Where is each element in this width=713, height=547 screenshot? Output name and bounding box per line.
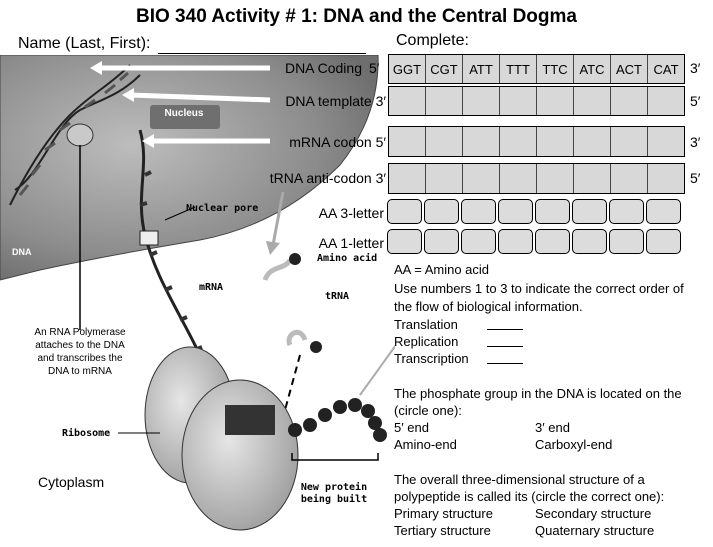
answer-cell[interactable] [537,164,574,193]
replication-answer-blank[interactable] [487,334,523,347]
dna-coding-3-end: 3′ [690,60,701,76]
answer-cell[interactable] [537,127,574,156]
ribosome-label: Ribosome [62,428,111,439]
cytoplasm-label: Cytoplasm [38,474,105,490]
option-tertiary-structure[interactable]: Tertiary structure [394,523,491,538]
codon-cell: ATT [463,55,500,83]
aa-answer-box[interactable] [498,199,533,224]
complete-label: Complete: [396,32,469,49]
aa-answer-box[interactable] [461,229,496,254]
nuclear-pore-label: Nuclear pore [186,203,259,214]
answer-cell[interactable] [426,164,463,193]
answer-cell[interactable] [463,127,500,156]
structure-question-prompt: The overall three-dimensional structure … [394,472,665,504]
amino-acid-label: Amino acid [317,253,378,264]
answer-cell[interactable] [500,164,537,193]
aa-note: AA = Amino acid [394,262,490,277]
aa1-row [387,229,681,254]
dna-label: DNA [12,247,32,257]
answer-cell[interactable] [574,127,611,156]
codon-cell: CAT [648,55,684,83]
option-3-end[interactable]: 3′ end [535,420,570,435]
option-quaternary-structure[interactable]: Quaternary structure [535,523,655,538]
aa1-label: AA 1-letter [318,235,384,251]
mrna-codon-label: mRNA codon 5′ [289,134,386,150]
name-field[interactable] [158,53,366,54]
phosphate-question-prompt: The phosphate group in the DNA is locate… [394,386,682,418]
answer-cell[interactable] [574,164,611,193]
flow-question-prompt: Use numbers 1 to 3 to indicate the corre… [394,281,684,314]
option-5-end[interactable]: 5′ end [394,420,429,435]
option-primary-structure[interactable]: Primary structure [394,506,493,521]
mrna-codon-3-end: 3′ [690,134,701,150]
aa-answer-box[interactable] [535,229,570,254]
central-dogma-diagram [0,55,395,531]
answer-cell[interactable] [500,87,537,115]
mrna-label: mRNA [199,282,224,293]
aa3-label: AA 3-letter [318,205,384,221]
answer-cell[interactable] [389,87,426,115]
codon-cell: CGT [426,55,463,83]
trna-anticodon-label: tRNA anti-codon 3′ [269,170,386,186]
trna-anticodon-5-end: 5′ [690,170,701,186]
flow-item-transcription: Transcription [394,351,469,366]
codon-cell: TTT [500,55,537,83]
answer-cell[interactable] [611,127,648,156]
aa-answer-box[interactable] [535,199,570,224]
name-label: Name (Last, First): [18,35,151,52]
dna-coding-strip: GGT CGT ATT TTT TTC ATC ACT CAT [388,54,685,84]
mrna-codon-strip [388,126,685,157]
dna-coding-5-end: 5′ [369,60,380,76]
answer-cell[interactable] [389,127,426,156]
aa-answer-box[interactable] [646,199,681,224]
trna-label: tRNA [325,291,350,302]
aa-answer-box[interactable] [461,199,496,224]
nucleus-label: Nucleus [164,108,204,119]
answer-cell[interactable] [611,164,648,193]
aa3-row [387,199,681,224]
page-title: BIO 340 Activity # 1: DNA and the Centra… [136,6,577,27]
dna-coding-label: DNA Coding [284,60,362,76]
answer-cell[interactable] [574,87,611,115]
codon-cell: TTC [537,55,574,83]
aa-answer-box[interactable] [498,229,533,254]
dna-template-strip [388,86,685,116]
codon-cell: GGT [389,55,426,83]
aa-answer-box[interactable] [572,199,607,224]
rna-polymerase-note: An RNA Polymerase attaches to the DNA an… [34,327,126,377]
answer-cell[interactable] [463,87,500,115]
option-carboxyl-end[interactable]: Carboxyl-end [535,437,613,452]
nucleus-shape [0,55,379,281]
trna-anticodon-strip [388,163,685,194]
aa-answer-box[interactable] [424,229,459,254]
aa-answer-box[interactable] [646,229,681,254]
answer-cell[interactable] [426,87,463,115]
aa-answer-box[interactable] [387,199,422,224]
answer-cell[interactable] [463,164,500,193]
option-amino-end[interactable]: Amino-end [394,437,457,452]
aa-answer-box[interactable] [609,199,644,224]
transcription-answer-blank[interactable] [487,351,523,364]
flow-item-replication: Replication [394,334,459,349]
codon-cell: ACT [611,55,648,83]
option-secondary-structure[interactable]: Secondary structure [535,506,652,521]
dna-template-label: DNA template 3′ [285,93,386,109]
aa-answer-box[interactable] [387,229,422,254]
aa-answer-box[interactable] [572,229,607,254]
aa-answer-box[interactable] [424,199,459,224]
answer-cell[interactable] [611,87,648,115]
answer-cell[interactable] [648,87,684,115]
new-protein-label: New protein being built [300,482,368,505]
translation-answer-blank[interactable] [487,317,523,330]
answer-cell[interactable] [500,127,537,156]
dna-template-5-end: 5′ [690,93,701,109]
answer-cell[interactable] [648,127,684,156]
aa-answer-box[interactable] [609,229,644,254]
answer-cell[interactable] [537,87,574,115]
answer-cell[interactable] [648,164,684,193]
answer-cell[interactable] [426,127,463,156]
codon-cell: ATC [574,55,611,83]
flow-item-translation: Translation [394,317,458,332]
answer-cell[interactable] [389,164,426,193]
